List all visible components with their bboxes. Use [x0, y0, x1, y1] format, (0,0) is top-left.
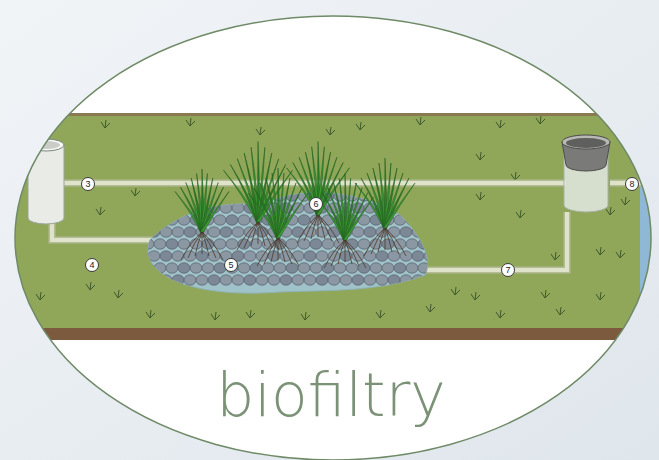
soil-strip	[0, 328, 659, 340]
oval-frame	[15, 16, 651, 460]
callout-number: 8	[629, 180, 634, 189]
callout-circle: 3	[81, 177, 95, 191]
callout-circle: 5	[224, 258, 238, 272]
outlet-tank	[562, 135, 610, 212]
callout-number: 6	[313, 200, 318, 209]
grass-tufts	[16, 116, 635, 320]
reed-plants	[175, 142, 415, 269]
callout-number: 4	[89, 261, 94, 270]
callout-circle: 8	[625, 177, 639, 191]
diagram-title: biofiltry	[216, 365, 446, 425]
callout-number: 5	[228, 261, 233, 270]
field-edge	[0, 113, 659, 116]
callout-number: 7	[505, 266, 510, 275]
inlet-tank	[28, 139, 64, 224]
callout-circle: 7	[501, 263, 515, 277]
callout-circle: 6	[309, 197, 323, 211]
grass-field	[0, 113, 659, 330]
callout-circle: 4	[85, 258, 99, 272]
callout-number: 3	[85, 180, 90, 189]
